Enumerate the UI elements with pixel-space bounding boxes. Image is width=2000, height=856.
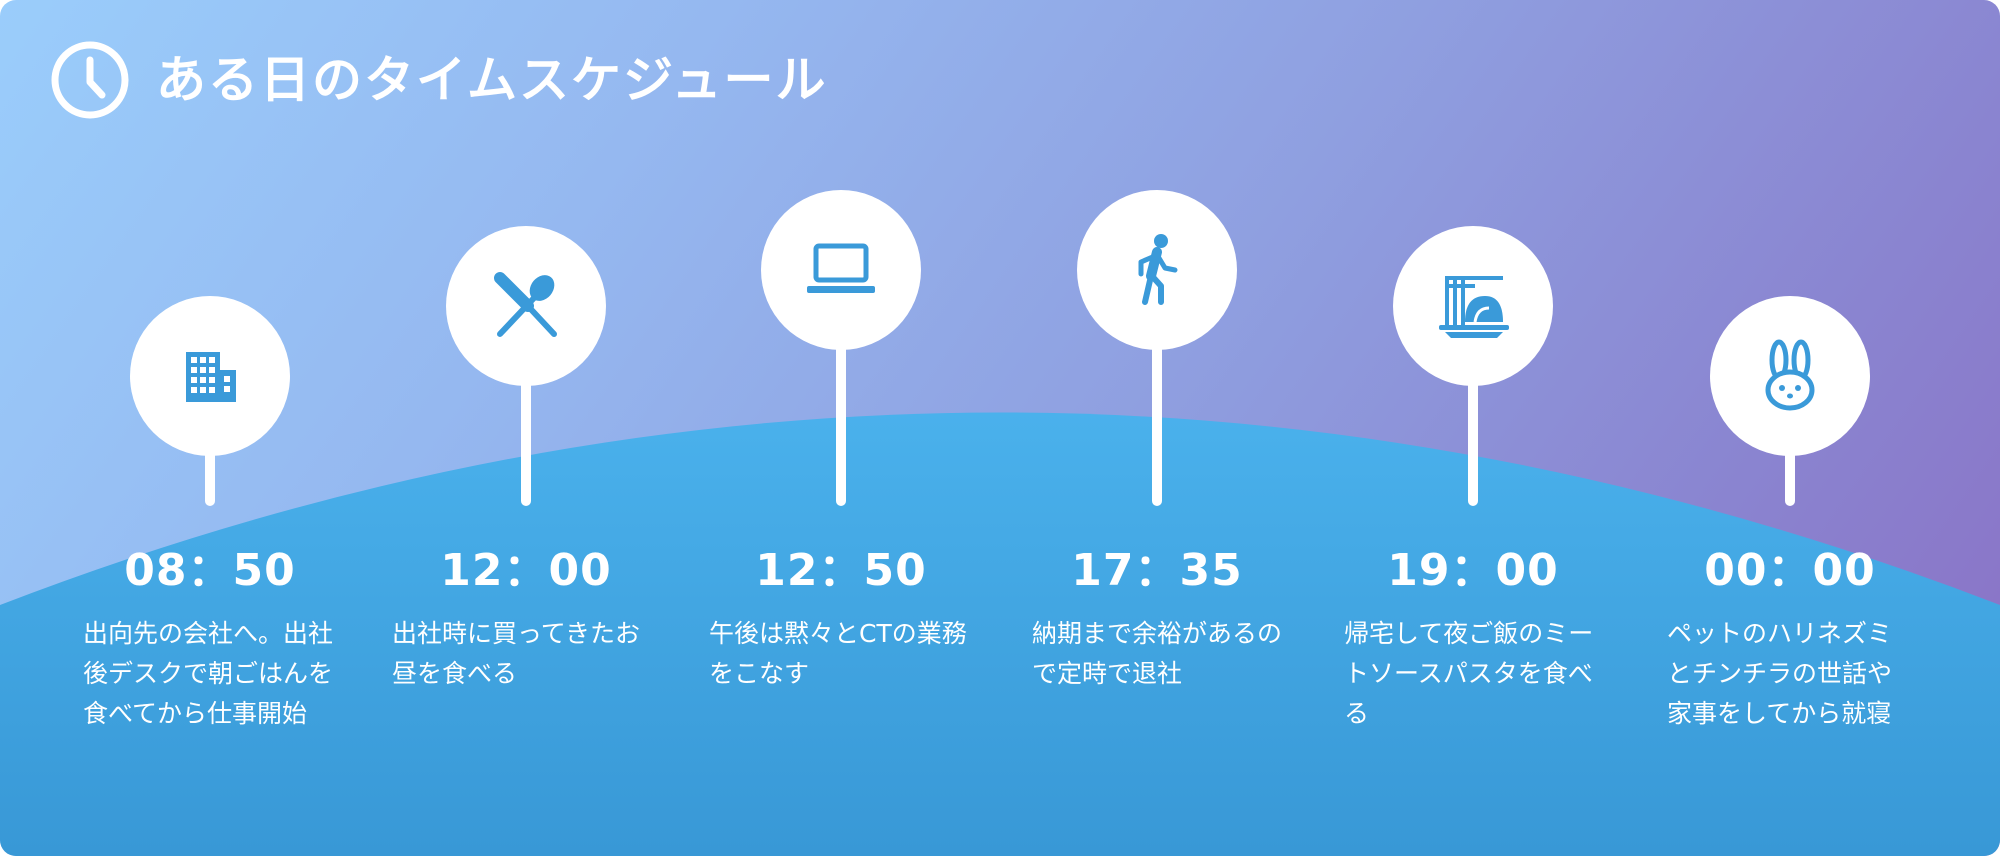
- page-title: ある日のタイムスケジュール: [156, 51, 828, 109]
- description: 午後は黙々とCTの業務をこなす: [709, 619, 967, 688]
- schedule-item-1735: 17：35 納期まで余裕があるので定時で退社: [997, 0, 1317, 856]
- schedule-item-1250: 12：50 午後は黙々とCTの業務をこなす: [681, 0, 1001, 856]
- description: 出社時に買ってきたお昼を食べる: [392, 619, 641, 688]
- pin-stick: [205, 440, 215, 506]
- time-label: 00：00: [1704, 545, 1876, 596]
- icon-circle: [1710, 296, 1870, 456]
- time-label: 12：00: [440, 545, 612, 596]
- schedule-item-1200: 12：00 出社時に買ってきたお昼を食べる: [366, 0, 686, 856]
- laptop-icon: [807, 243, 875, 293]
- pin-stick: [1785, 440, 1795, 506]
- icon-circle: [761, 190, 921, 350]
- rabbit-icon: [1765, 339, 1815, 411]
- pin-stick: [1152, 340, 1162, 506]
- description: 納期まで余裕があるので定時で退社: [1032, 619, 1283, 688]
- schedule-item-0000: 00：00 ペットのハリネズミとチンチラの世話や家事をしてから就寝: [1630, 0, 1950, 856]
- icon-circle: [446, 226, 606, 386]
- description: ペットのハリネズミとチンチラの世話や家事をしてから就寝: [1667, 619, 1893, 728]
- pin-stick: [521, 375, 531, 506]
- time-label: 12：50: [755, 545, 927, 596]
- schedule-item-0850: 08：50 出向先の会社へ。出社後デスクで朝ごはんを食べてから仕事開始: [50, 0, 370, 856]
- time-label: 08：50: [124, 545, 296, 596]
- icon-circle: [1077, 190, 1237, 350]
- pasta-icon: [1439, 276, 1509, 338]
- time-label: 17：35: [1071, 545, 1243, 596]
- clock-icon: [51, 41, 129, 119]
- pin-stick: [1468, 375, 1478, 506]
- header: ある日のタイムスケジュール: [50, 40, 828, 120]
- pin-stick: [836, 340, 846, 506]
- time-label: 19：00: [1387, 545, 1559, 596]
- icon-circle: [1393, 226, 1553, 386]
- schedule-item-1900: 19：00 帰宅して夜ご飯のミートソースパスタを食べる: [1313, 0, 1633, 856]
- description: 出向先の会社へ。出社後デスクで朝ごはんを食べてから仕事開始: [83, 619, 334, 728]
- description: 帰宅して夜ご飯のミートソースパスタを食べる: [1344, 619, 1594, 728]
- icon-circle: [130, 296, 290, 456]
- building-icon: [186, 352, 236, 402]
- utensils-icon: [494, 272, 557, 337]
- walking-person-icon: [1138, 234, 1178, 305]
